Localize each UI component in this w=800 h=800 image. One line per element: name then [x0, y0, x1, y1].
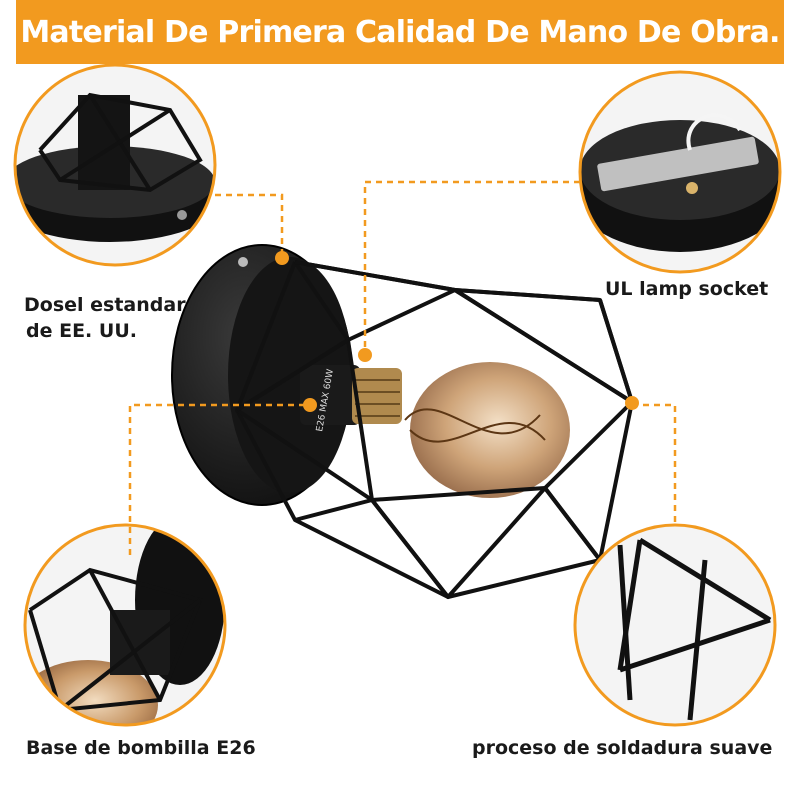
detail-bulb-base: [23, 523, 227, 727]
connector-welding: [632, 403, 677, 525]
label-socket: UL lamp socket: [605, 278, 769, 300]
bulb-base: [352, 368, 402, 424]
callout-dot-welding: [625, 396, 639, 410]
title-banner: Material De Primera Calidad De Mano De O…: [16, 0, 784, 64]
label-canopy-line1: Dosel estandar: [24, 294, 186, 316]
callout-dots: [275, 251, 639, 412]
connector-bulb-base: [128, 403, 308, 555]
connector-canopy: [215, 193, 284, 258]
callout-dot-socket: [358, 348, 372, 362]
hexagon-cage: [235, 260, 634, 599]
lamp-socket: [300, 365, 360, 425]
banner-title: Material De Primera Calidad De Mano De O…: [20, 14, 780, 50]
callout-dot-bulb-base: [303, 398, 317, 412]
label-canopy-line2: de EE. UU.: [26, 320, 137, 342]
callout-connectors: [128, 180, 677, 555]
edison-bulb: [410, 362, 570, 498]
canopy-screw: [238, 257, 248, 267]
callout-dot-canopy: [275, 251, 289, 265]
detail-socket: [578, 70, 782, 274]
detail-canopy: [13, 63, 217, 267]
label-welding: proceso de soldadura suave: [472, 737, 773, 759]
detail-welding: [573, 523, 777, 727]
label-canopy: Dosel estandar de EE. UU.: [24, 292, 186, 344]
label-bulb-base: Base de bombilla E26: [26, 737, 256, 759]
wall-lamp: E26 MAX 60W: [171, 244, 634, 599]
connector-socket: [363, 180, 580, 352]
